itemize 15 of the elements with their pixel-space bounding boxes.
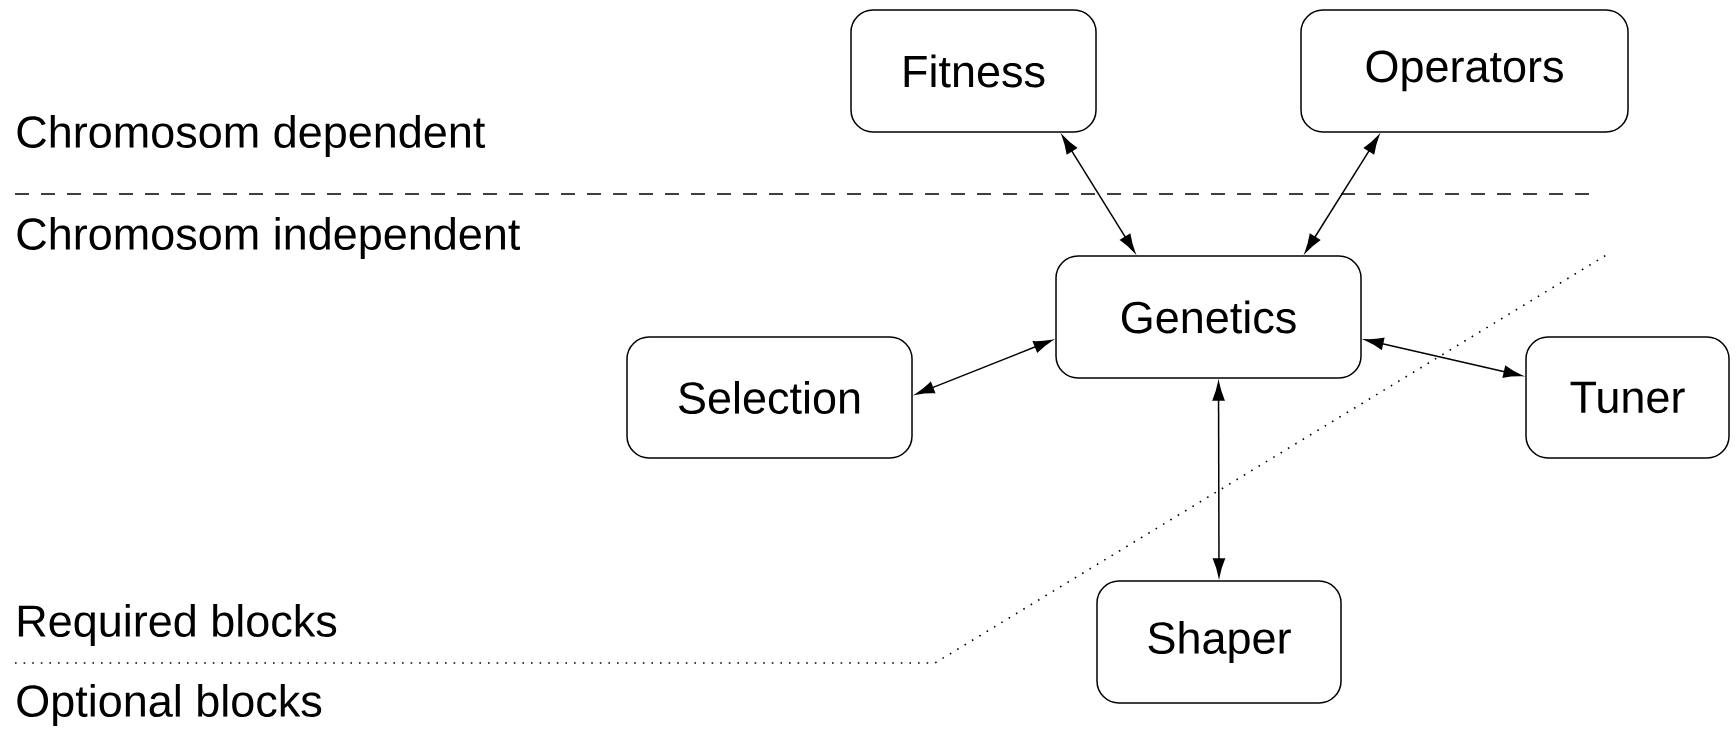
arrow <box>915 339 1053 395</box>
arrow <box>1364 337 1523 378</box>
block-box: Genetics <box>1055 255 1362 379</box>
block-box: Operators <box>1300 9 1629 133</box>
block-box: Selection <box>626 336 913 459</box>
block-box: Tuner <box>1525 336 1730 459</box>
region-label: Chromosom dependent <box>17 115 486 157</box>
block-box: Fitness <box>850 9 1097 133</box>
arrow <box>1212 381 1226 578</box>
region-label: Required blocks <box>18 604 337 646</box>
region-label: Chromosom independent <box>17 217 521 259</box>
region-label: Optional blocks <box>17 684 322 726</box>
arrow <box>1061 135 1136 253</box>
block-box: Shaper <box>1096 580 1342 704</box>
arrow <box>1304 135 1380 253</box>
